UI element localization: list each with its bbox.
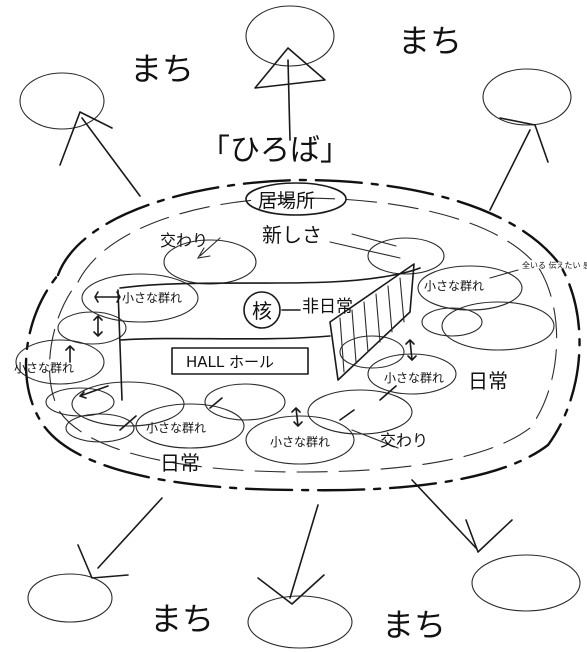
town-bubble-bottom-right (472, 555, 580, 611)
core-band-left (118, 290, 122, 400)
town-bubble-right (483, 69, 571, 125)
arrow-bottom-mid (258, 505, 324, 604)
core-circle (244, 292, 280, 328)
label-exchange-bottom: 交わり (380, 431, 428, 450)
core-band-top (120, 268, 420, 288)
label-small-group-1: 小さな群れ (122, 291, 182, 305)
label-town-top-right: まち (398, 22, 462, 60)
town-bubble-left (20, 73, 104, 129)
group-bubbles (16, 238, 554, 464)
label-emotion-note: 全いる 伝えたい 感動 (522, 260, 587, 270)
label-meeting-place: 居場所 (258, 190, 315, 212)
label-small-group-4: 小さな群れ (384, 371, 444, 385)
label-hall: HALL ホール (186, 353, 274, 371)
label-small-group-5: 小さな群れ (146, 421, 206, 435)
label-non-daily: 非日常 (302, 297, 353, 317)
arrow-top (255, 48, 325, 140)
town-bubble-bottom-mid (248, 596, 352, 648)
label-town-bottom-right: まち (382, 606, 446, 644)
arrow-top-right (490, 118, 548, 210)
label-town-top-left: まち (130, 50, 194, 88)
arrow-bottom-right (412, 480, 512, 552)
double-arrows (66, 292, 416, 430)
pointer-lines (198, 234, 518, 448)
hall-box (172, 348, 308, 374)
label-small-group-6: 小さな群れ (270, 435, 330, 449)
title-plaza: 「ひろば」 (200, 133, 350, 168)
town-bubble-top (246, 6, 334, 66)
meeting-place-bubble (246, 183, 346, 215)
label-daily-bottom: 日常 (160, 451, 200, 475)
label-small-group-2: 小さな群れ (424, 279, 484, 293)
hatched-ramp (330, 264, 414, 380)
plaza-boundary-inner (50, 198, 557, 472)
plaza-boundary-outer (26, 180, 580, 490)
core-band-bottom (120, 336, 330, 340)
town-bubble-bottom-left (28, 574, 112, 622)
arrow-bottom-left (78, 498, 162, 578)
label-novelty: 新しさ (262, 223, 322, 247)
arrow-top-left (60, 112, 140, 196)
label-town-bottom-left: まち (150, 600, 214, 638)
label-exchange-top: 交わり (160, 231, 208, 250)
label-core: 核 (252, 299, 272, 323)
label-small-group-3: 小さな群れ (14, 361, 74, 375)
label-daily-right: 日常 (468, 369, 508, 393)
